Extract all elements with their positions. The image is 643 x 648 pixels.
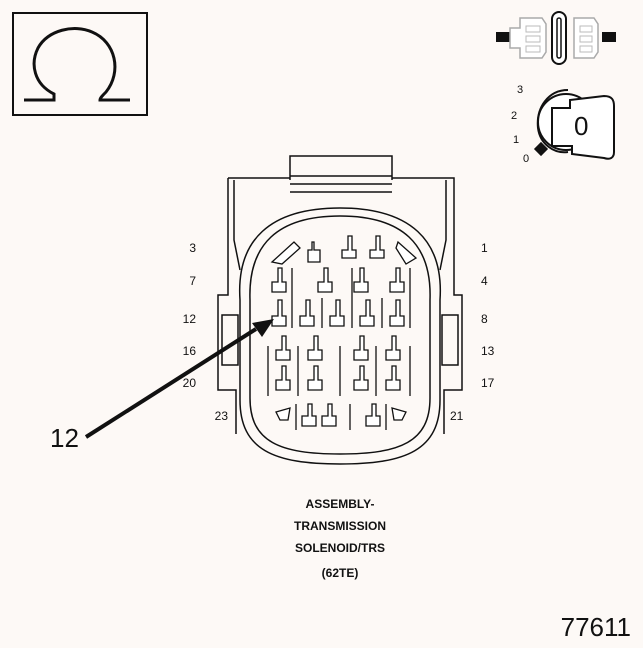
key-position-2: 2	[511, 110, 518, 122]
pin-label-4: 4	[481, 274, 488, 288]
caption-line-2: TRANSMISSION	[293, 519, 386, 533]
pin-label-23: 23	[214, 409, 228, 423]
key-current-position: 0	[574, 111, 589, 141]
key-position-1: 1	[513, 134, 520, 146]
key-position-3: 3	[517, 84, 524, 96]
pin-label-7: 7	[189, 274, 196, 288]
pin-label-17: 17	[481, 376, 495, 390]
pin-label-21: 21	[450, 409, 464, 423]
connector-disconnected-icon	[496, 11, 616, 65]
key-position-0: 0	[523, 153, 530, 165]
pin-label-20: 20	[182, 376, 196, 390]
caption-line-4: (62TE)	[321, 566, 359, 580]
pin-label-13: 13	[481, 344, 495, 358]
ignition-key-icon	[533, 89, 615, 160]
figure-number: 77611	[560, 612, 631, 642]
connector-face	[217, 155, 463, 465]
caption-line-3: SOLENOID/TRS	[294, 541, 385, 555]
pin-label-12: 12	[182, 312, 196, 326]
pin-label-3: 3	[189, 241, 196, 255]
pin-label-8: 8	[481, 312, 488, 326]
pin-label-16: 16	[182, 344, 196, 358]
pin-label-1: 1	[481, 241, 488, 255]
caption-line-1: ASSEMBLY-	[305, 497, 375, 511]
callout-arrow	[84, 319, 274, 439]
ohm-icon	[12, 12, 148, 116]
callout-label: 12	[50, 423, 79, 453]
